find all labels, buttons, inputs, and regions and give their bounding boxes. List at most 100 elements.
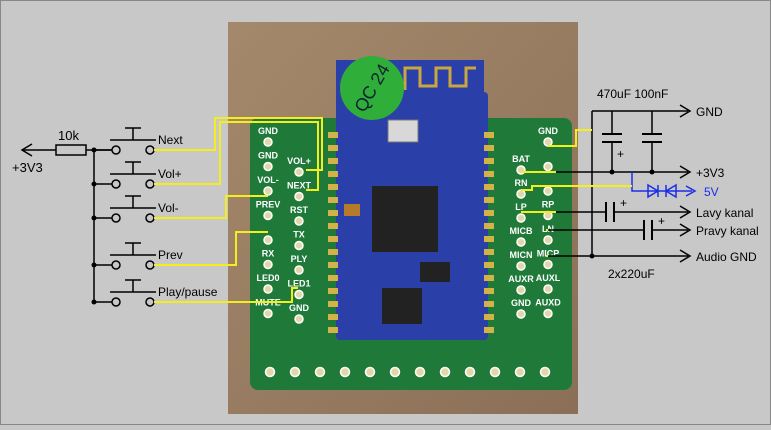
- pin-hole: [263, 235, 273, 245]
- button-contact: [111, 179, 121, 189]
- pin-label: AUXL: [536, 273, 561, 283]
- crystal: [387, 119, 419, 143]
- bottom-pin-hole: [439, 366, 451, 378]
- audio-gnd-label: Audio GND: [696, 250, 757, 264]
- pin-hole: [516, 285, 526, 295]
- power-label: +3V3: [12, 160, 43, 175]
- power-arrow: [20, 143, 33, 157]
- pin-label: RP: [542, 200, 555, 210]
- pin-label: VOL-: [257, 175, 279, 185]
- pin-hole: [516, 237, 526, 247]
- module-pad-right: [484, 288, 494, 294]
- cap-out-label: 2x220uF: [608, 267, 655, 281]
- bottom-pin-hole: [314, 366, 326, 378]
- pin-label: LP: [515, 202, 527, 212]
- gnd-label: GND: [696, 105, 723, 119]
- left-ch-plus: +: [620, 196, 627, 210]
- module-pad-left: [328, 223, 338, 229]
- bottom-pin-hole: [264, 366, 276, 378]
- main-ic: [372, 186, 438, 252]
- module-pad-left: [328, 132, 338, 138]
- bottom-pin-hole: [414, 366, 426, 378]
- pin-label: GND: [289, 303, 310, 313]
- pin-hole: [294, 240, 304, 251]
- button-contact: [145, 145, 155, 155]
- pin-label: GND: [258, 151, 279, 161]
- pin-label: AUXD: [535, 298, 561, 308]
- resistor-label: 10k: [58, 128, 79, 143]
- module-pad-left: [328, 314, 338, 320]
- pin-hole: [294, 314, 304, 324]
- module-pad-right: [484, 171, 494, 177]
- pin-hole: [543, 259, 553, 270]
- pin-hole: [294, 216, 304, 226]
- small-ic-2: [382, 288, 422, 324]
- module-pad-left: [328, 288, 338, 294]
- yw-rn: [521, 185, 632, 191]
- pin-label: LED0: [256, 273, 279, 283]
- bottom-pin-hole: [489, 366, 501, 378]
- pin-labels: GNDGNDVOL-PREVRXLED0MUTEVOL+NEXTRSTTXPLY…: [255, 126, 561, 313]
- module-pad-right: [484, 197, 494, 203]
- module-pad-left: [328, 236, 338, 242]
- pin-label: VOL+: [287, 156, 311, 166]
- right-ch-arrow: [679, 223, 692, 237]
- small-ic-1: [420, 262, 450, 282]
- pin-hole: [516, 261, 526, 271]
- yellow-wires: [154, 117, 323, 303]
- button-contact: [145, 179, 155, 189]
- pin-label: MICN: [510, 250, 533, 260]
- pin-label: PREV: [256, 200, 281, 210]
- module-pad-left: [328, 275, 338, 281]
- pin-hole: [516, 189, 526, 199]
- yellow-wire: [154, 195, 268, 219]
- pin-label: LED1: [287, 279, 310, 289]
- left-ch-arrow: [679, 205, 692, 219]
- pin-hole: [543, 308, 553, 319]
- button-label: Prev: [158, 248, 183, 262]
- junction-v33-b: [649, 169, 655, 175]
- module-pad-left: [328, 145, 338, 151]
- bottom-pin-hole: [389, 366, 401, 378]
- pin-hole: [263, 259, 273, 270]
- module-pad-left: [328, 197, 338, 203]
- resistor: [55, 144, 87, 156]
- module-pad-right: [484, 314, 494, 320]
- module-pad-left: [328, 171, 338, 177]
- module-pad-right: [484, 210, 494, 216]
- pin-hole: [263, 137, 273, 147]
- module-pad-right: [484, 223, 494, 229]
- bottom-pin-hole: [364, 366, 376, 378]
- pin-label: RST: [290, 205, 309, 215]
- yellow-wire: [154, 231, 268, 266]
- pin-label: GND: [538, 126, 559, 136]
- module-pad-right: [484, 184, 494, 190]
- module-pad-left: [328, 262, 338, 268]
- pin-label: TX: [293, 230, 305, 240]
- v5-label: 5V: [704, 185, 719, 199]
- gnd-arrow: [679, 104, 692, 118]
- button-label: Next: [158, 133, 183, 147]
- pin-label: RN: [515, 178, 528, 188]
- pin-hole: [263, 284, 273, 294]
- yellow-wire: [154, 117, 323, 171]
- pin-label: GND: [258, 126, 279, 136]
- pin-label: MICP: [537, 249, 560, 259]
- button-contact: [145, 260, 155, 270]
- module-pad-right: [484, 249, 494, 255]
- pin-hole: [543, 284, 553, 294]
- button-label: Vol+: [158, 167, 182, 181]
- module-pad-right: [484, 145, 494, 151]
- module-pad-right: [484, 301, 494, 307]
- bottom-pin-hole: [539, 366, 551, 378]
- module-pads: [328, 132, 494, 333]
- cap-values-label: 470uF 100nF: [597, 87, 668, 101]
- pin-holes: [263, 137, 553, 378]
- button-contact: [145, 213, 155, 223]
- module-pad-right: [484, 236, 494, 242]
- chip-sticker: [340, 56, 404, 120]
- module-pad-right: [484, 158, 494, 164]
